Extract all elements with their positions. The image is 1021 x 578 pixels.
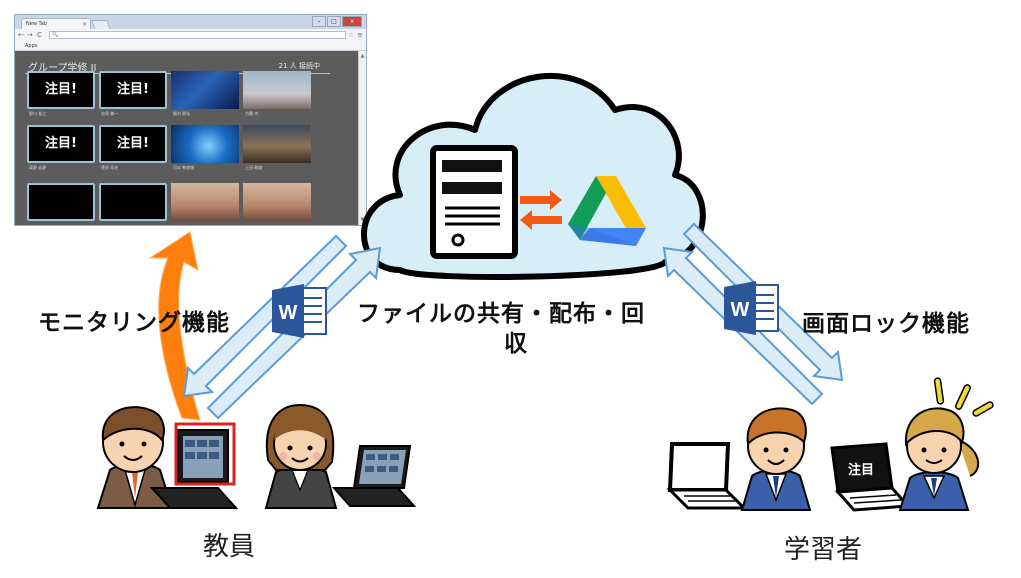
monitoring-browser-window: New Tab × – □ × ← → C 🔍 ☆ ≡ Apps グループ学修 … <box>14 14 367 226</box>
teacher-man-avatar <box>96 406 174 509</box>
surprise-marks-icon <box>933 377 994 417</box>
monitoring-page: グループ学修 II 21 人 接続中 注目!野口 裕之注目!金原 兼一飯村 朋弘… <box>15 51 360 225</box>
file-sharing-label-cont: 収 <box>504 331 528 357</box>
learner-girl-avatar <box>898 407 980 511</box>
teacher-woman-avatar <box>264 403 338 509</box>
learner-laptop-locked: 注目 <box>830 442 912 512</box>
student-screen-thumbnail[interactable] <box>99 183 167 221</box>
attention-text: 注目! <box>117 82 149 97</box>
monitor-highlight-frame <box>174 422 236 486</box>
word-document-icon-right: W <box>724 281 779 335</box>
scroll-down-icon[interactable]: ▼ <box>360 217 365 223</box>
forward-icon[interactable]: → <box>27 31 33 39</box>
scrollbar[interactable] <box>358 51 366 225</box>
bookmarks-bar: Apps <box>15 41 366 51</box>
address-bar[interactable]: 🔍 <box>49 31 346 39</box>
student-screen-thumbnail[interactable]: 注目! <box>27 71 95 109</box>
student-screen-thumbnail[interactable]: 注目! <box>99 71 167 109</box>
search-icon: 🔍 <box>52 32 59 38</box>
student-name: 上田 朝雄 <box>245 165 263 170</box>
scroll-up-icon[interactable]: ▲ <box>360 53 365 59</box>
student-name: 野口 裕之 <box>29 111 47 116</box>
teacher-laptop <box>149 422 239 509</box>
student-name: 古籠 央 <box>245 111 259 116</box>
student-name: 金原 兼一 <box>101 111 119 116</box>
reload-icon[interactable]: C <box>37 31 42 39</box>
student-screen-thumbnail[interactable] <box>171 183 239 221</box>
word-document-icon-left: W <box>272 284 327 338</box>
browser-tab-title: New Tab <box>26 21 47 27</box>
tab-close-icon[interactable]: × <box>81 21 87 28</box>
student-screen-thumbnail[interactable] <box>243 71 311 109</box>
minimize-button[interactable]: – <box>312 16 326 27</box>
student-name: 飯村 朋弘 <box>173 111 191 116</box>
bookmark-star-icon[interactable]: ☆ <box>347 31 354 39</box>
server-icon <box>430 145 518 259</box>
learner-laptop-blank <box>666 442 748 510</box>
student-name: 高野 岩夢 <box>29 165 47 170</box>
student-screen-thumbnail[interactable] <box>243 183 311 221</box>
student-screen-thumbnail[interactable] <box>27 183 95 221</box>
attention-text: 注目! <box>117 136 149 151</box>
student-name: 河本 勢俊朗 <box>173 165 195 170</box>
teacher-label: 教員 <box>203 532 256 562</box>
file-sharing-label: ファイルの共有・配布・回 <box>357 301 645 327</box>
back-icon[interactable]: ← <box>18 31 24 39</box>
student-screen-thumbnail[interactable] <box>171 125 239 163</box>
maximize-button[interactable]: □ <box>327 16 341 27</box>
attention-text: 注目! <box>45 82 77 97</box>
student-name: 菅原 寿史 <box>101 165 119 170</box>
browser-toolbar: ← → C 🔍 ☆ ≡ <box>15 29 366 41</box>
learner-label: 学習者 <box>784 535 863 565</box>
student-screen-thumbnail[interactable]: 注目! <box>99 125 167 163</box>
svg-text:W: W <box>731 299 750 321</box>
attention-text: 注目! <box>45 136 77 151</box>
browser-titlebar: New Tab × – □ × <box>15 15 366 30</box>
monitoring-label: モニタリング機能 <box>38 310 230 336</box>
browser-tab[interactable]: New Tab × <box>21 18 91 29</box>
teacher-woman-laptop <box>331 445 417 507</box>
student-screen-thumbnail[interactable]: 注目! <box>27 125 95 163</box>
close-button[interactable]: × <box>342 16 362 27</box>
window-buttons: – □ × <box>312 16 362 27</box>
svg-text:W: W <box>279 302 298 324</box>
attention-badge: 注目 <box>848 462 874 478</box>
menu-icon[interactable]: ≡ <box>357 31 363 39</box>
cloud-shape <box>361 73 706 280</box>
google-drive-icon <box>568 176 646 246</box>
learner-boy-avatar <box>740 407 812 511</box>
connected-count: 21 人 接続中 <box>278 62 320 70</box>
student-screen-thumbnail[interactable] <box>171 71 239 109</box>
screen-lock-label: 画面ロック機能 <box>802 311 970 337</box>
student-screen-thumbnail[interactable] <box>243 125 311 163</box>
sync-arrows-icon <box>520 190 562 230</box>
page-title: グループ学修 II <box>28 63 97 74</box>
apps-bookmark[interactable]: Apps <box>25 43 38 49</box>
